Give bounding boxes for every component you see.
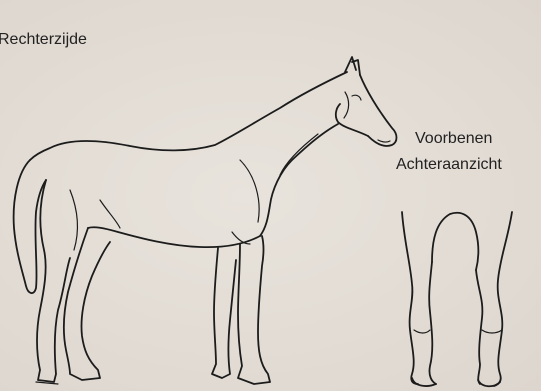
- rear-view-right-leg-outer: [494, 212, 512, 386]
- horse-jaw: [336, 104, 368, 136]
- horse-belly: [88, 227, 260, 247]
- horse-stifle: [70, 190, 77, 250]
- rear-view-left-leg-outer: [402, 212, 418, 384]
- horse-neck-underside: [260, 124, 338, 236]
- horse-eye: [352, 95, 361, 100]
- horse-ear: [345, 57, 356, 72]
- rear-view-arch: [432, 213, 478, 270]
- horse-flank: [100, 200, 120, 228]
- horse-shoulder: [240, 160, 259, 222]
- rear-view-right-fetlock: [482, 330, 502, 333]
- horse-hind-leg-near: [64, 228, 110, 380]
- rear-view-right-leg-inner: [476, 270, 482, 384]
- legs-outline-icon: [402, 212, 512, 386]
- rear-view-left-leg-inner: [429, 262, 436, 384]
- horse-topline: [30, 72, 347, 160]
- rear-view-left-fetlock: [414, 330, 430, 333]
- horse-cheek: [344, 92, 349, 118]
- horse-hind-leg-far: [37, 180, 70, 382]
- horse-mouth: [378, 140, 390, 142]
- rear-view-right-hoof: [478, 380, 500, 386]
- horse-front-leg-near: [238, 236, 270, 384]
- horse-front-leg-far: [212, 248, 236, 378]
- horse-outline-icon: [14, 57, 397, 384]
